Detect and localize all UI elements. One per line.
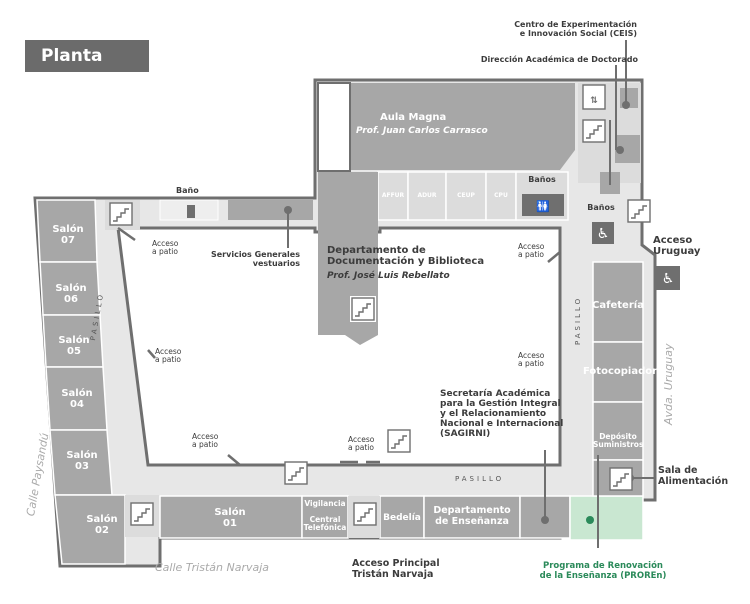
restroom-icon [187, 205, 195, 218]
stairs-icon [351, 297, 375, 321]
salon-05-label: Salón 05 [58, 335, 90, 358]
svg-text:⇅: ⇅ [590, 96, 598, 106]
stairs-icon [627, 199, 651, 223]
adur-room [407, 171, 447, 221]
acceso-uruguay-label: Acceso Uruguay [653, 235, 701, 258]
salon-04-label: Salón 04 [61, 388, 93, 411]
fotocopiadora-label: Fotocopiadora [583, 366, 664, 377]
affur-label: AFFUR [381, 192, 405, 199]
ensenanza-label: Departamento de Enseñanza [433, 505, 511, 527]
salon-03-label: Salón 03 [66, 450, 98, 473]
stairs-icon [387, 429, 411, 453]
library-sub: Prof. José Luis Rebellato [327, 271, 450, 281]
door-patio-1 [117, 226, 136, 242]
proren-label: Programa de Renovación de la Enseñanza (… [539, 561, 667, 581]
acceso-patio-label: Acceso a patio [192, 432, 219, 450]
elevator-icon [582, 84, 606, 110]
deposito-room [592, 401, 644, 461]
door-patio-2 [147, 349, 156, 359]
stairs-icon [109, 202, 133, 226]
doctorado-label: Dirección Académica de Doctorado [480, 55, 638, 64]
stairs-icon [353, 502, 377, 526]
central-label: Central Telefónica [303, 515, 347, 533]
aula-magna-room [350, 83, 575, 170]
salon-02-room [54, 494, 126, 565]
banos-top-label: Baños [528, 175, 556, 184]
ceis-label: Centro de Experimentación e Innovación S… [514, 20, 637, 38]
sala-alimentacion-label: Sala de Alimentación [658, 465, 729, 487]
doctorado-dot [616, 146, 624, 154]
salon-06-label: Salón 06 [55, 283, 87, 306]
acceso-principal-label: Acceso Principal Tristán Narvaja [352, 558, 440, 580]
stairs-icon [582, 119, 606, 143]
adur-label: ADUR [417, 192, 437, 199]
deposito-label: Depósito Suministros [593, 432, 644, 450]
aula-magna-entry [317, 82, 351, 172]
vigilancia-label: Vigilancia [304, 499, 346, 508]
accessible-restroom-icon [522, 194, 564, 216]
salon-07-label: Salón 07 [52, 224, 84, 247]
svg-text:♿: ♿ [662, 271, 675, 287]
bano-label: Baño [176, 186, 199, 195]
stairs-icon [130, 502, 154, 526]
wheelchair-icon [656, 266, 680, 290]
page-title: Planta Baja [25, 40, 149, 98]
aula-magna-label: Aula Magna [380, 112, 447, 123]
acceso-patio-label: Acceso a patio [152, 239, 179, 257]
acceso-patio-label: Acceso a patio [518, 351, 545, 369]
street-narvaja: Calle Tristán Narvaja [155, 561, 270, 574]
cpu-label: CPU [494, 192, 508, 199]
svg-text:🚻: 🚻 [536, 200, 550, 213]
acceso-patio-label: Acceso a patio [348, 435, 375, 453]
vigilancia-room [301, 495, 349, 539]
ceis-dot [622, 101, 630, 109]
stairs-icon [284, 461, 308, 485]
pasillo-label-right: PASILLO [574, 295, 582, 345]
svg-text:♿: ♿ [597, 226, 610, 242]
wheelchair-icon [592, 222, 614, 244]
salon-01-room [159, 495, 303, 539]
ensenanza-room [423, 495, 521, 539]
door-patio-3 [227, 454, 241, 466]
salon-01-label: Salón 01 [214, 507, 246, 530]
acceso-patio-label: Acceso a patio [518, 242, 545, 260]
door-patio-6 [547, 251, 561, 263]
servicios-room [228, 200, 313, 220]
salon-02-label: Salón 02 [86, 514, 118, 537]
library-label: Departamento de Documentación y Bibliote… [327, 245, 485, 268]
proren-room [569, 495, 644, 541]
proren-dot [586, 516, 594, 524]
stairs-icons [109, 119, 651, 526]
secretaria-dot [541, 516, 549, 524]
street-uruguay: Avda. Uruguay [662, 343, 675, 425]
bedelia-label: Bedelía [383, 513, 421, 523]
ceup-label: CEUP [457, 192, 475, 199]
stairs-icon [609, 467, 633, 491]
acceso-patio-label: Acceso a patio [155, 347, 182, 365]
servicios-label: Servicios Generales vestuarios [210, 250, 300, 268]
cafeteria-label: Cafetería [592, 300, 644, 311]
cafeteria-room [592, 261, 644, 343]
servicios-dot [284, 206, 292, 214]
aula-magna-sub: Prof. Juan Carlos Carrasco [356, 126, 488, 136]
banos-right-label: Baños [587, 203, 615, 212]
secretaria-label: Secretaría Académica para la Gestión Int… [440, 389, 564, 440]
pasillo-label-bottom: PASILLO [455, 475, 505, 483]
